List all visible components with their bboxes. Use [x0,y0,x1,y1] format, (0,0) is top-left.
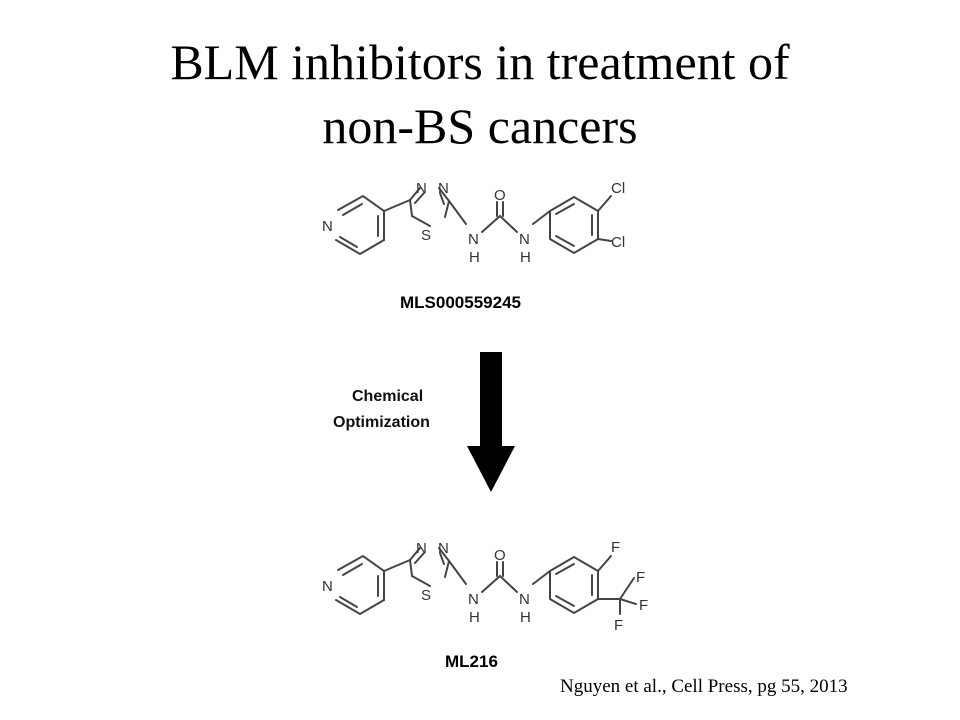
title-line-1: BLM inhibitors in treatment of [170,34,790,90]
pyridine-thiadiazole-bond [383,199,411,212]
arrow-shaft [480,352,502,448]
substituent-bonds [597,195,612,242]
compound-name-top: MLS000559245 [400,293,521,312]
atom-pyridine-n: N [322,218,333,235]
atom-amide-h2: H [520,249,531,266]
pyridine-inner-bonds [339,203,379,248]
step-label-line-1: Chemical [352,388,423,405]
compound-name-bottom: ML216 [445,652,498,671]
pyridine-inner-bonds [339,563,379,608]
atom-ring-n2: N [438,180,449,197]
atom-carbonyl-o: O [494,187,506,204]
structure-ml216: N N N S O N H N H F F F F [322,539,648,634]
atom-amide-n1: N [468,591,479,608]
atom-cf3-f1: F [636,569,645,586]
optimization-arrow [467,352,515,492]
arrow-head [467,446,515,492]
phenyl-ring [549,555,599,615]
phenyl-inner-bonds [555,563,593,607]
carbonyl-bond [496,201,504,217]
atom-pyridine-n: N [322,578,333,595]
atom-amide-h2: H [520,609,531,626]
structure-mls000559245: N N N S O N H N H Cl Cl [322,180,625,266]
atom-amide-n1: N [468,231,479,248]
slide-title: BLM inhibitors in treatment of non-BS ca… [0,30,960,158]
atom-ring-n1: N [416,540,427,557]
substituent-bonds [597,555,637,615]
urea-chain [448,200,551,233]
phenyl-inner-bonds [555,203,593,247]
atom-ring-s: S [421,227,431,244]
atom-amide-n2: N [519,231,530,248]
atom-carbonyl-o: O [494,547,506,564]
atom-cf3-f2: F [639,597,648,614]
pyridine-ring [335,194,385,256]
title-line-2: non-BS cancers [322,98,638,154]
atom-amide-h1: H [469,609,480,626]
atom-sub1: F [611,539,620,556]
atom-sub1: Cl [611,180,625,197]
pyridine-thiadiazole-bond [383,559,411,572]
atom-ring-n2: N [438,540,449,557]
urea-chain [448,560,551,593]
atom-ring-n1: N [416,180,427,197]
atom-ring-s: S [421,587,431,604]
phenyl-ring [549,195,599,255]
step-label-line-2: Optimization [333,414,430,431]
atom-sub2: Cl [611,234,625,251]
thiadiazole-double-bonds [414,552,445,565]
pyridine-ring [335,554,385,616]
atom-amide-h1: H [469,249,480,266]
thiadiazole-double-bonds [414,192,445,205]
atom-cf3-f3: F [614,617,623,634]
atom-amide-n2: N [519,591,530,608]
carbonyl-bond [496,561,504,577]
citation: Nguyen et al., Cell Press, pg 55, 2013 [560,676,848,697]
